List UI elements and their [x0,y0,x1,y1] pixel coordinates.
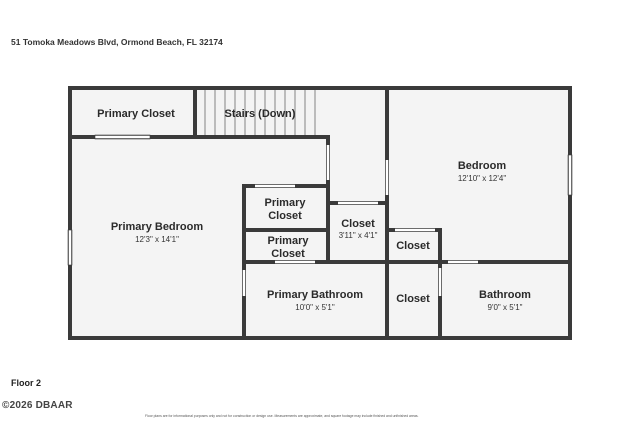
room-label-bedroom: Bedroom [458,160,507,172]
room-label-primary-closet-b-1: Primary [268,235,310,247]
room-label-closet-center: Closet [341,218,375,230]
room-label-primary-closet-b-2: Closet [271,248,305,260]
property-address: 51 Tomoka Meadows Blvd, Ormond Beach, FL… [11,37,223,47]
room-dims-primary-bathroom: 10'0" x 5'1" [295,303,335,312]
room-dims-bedroom: 12'10" x 12'4" [458,174,506,183]
room-label-closet-bottom: Closet [396,293,430,305]
disclaimer-text: Floor plans are for informational purpos… [145,414,419,418]
room-label-stairs: Stairs (Down) [225,108,296,120]
room-label-bathroom: Bathroom [479,289,531,301]
floor-label: Floor 2 [11,378,42,388]
room-label-primary-closet-a-2: Closet [268,210,302,222]
room-dims-bathroom: 9'0" x 5'1" [488,303,523,312]
floor-area [70,88,570,338]
room-dims-primary-bedroom: 12'3" x 14'1" [135,235,179,244]
room-label-primary-bedroom: Primary Bedroom [111,221,204,233]
room-label-primary-bathroom: Primary Bathroom [267,289,363,301]
copyright-watermark: ©2026 DBAAR [2,400,73,411]
stairs-treads [204,90,316,135]
windows [68,135,572,296]
room-dims-closet-center: 3'11" x 4'1" [339,231,378,240]
room-label-primary-closet: Primary Closet [97,108,175,120]
room-label-closet-right: Closet [396,240,430,252]
window-frames [67,134,573,266]
room-label-primary-closet-a-1: Primary [265,197,307,209]
